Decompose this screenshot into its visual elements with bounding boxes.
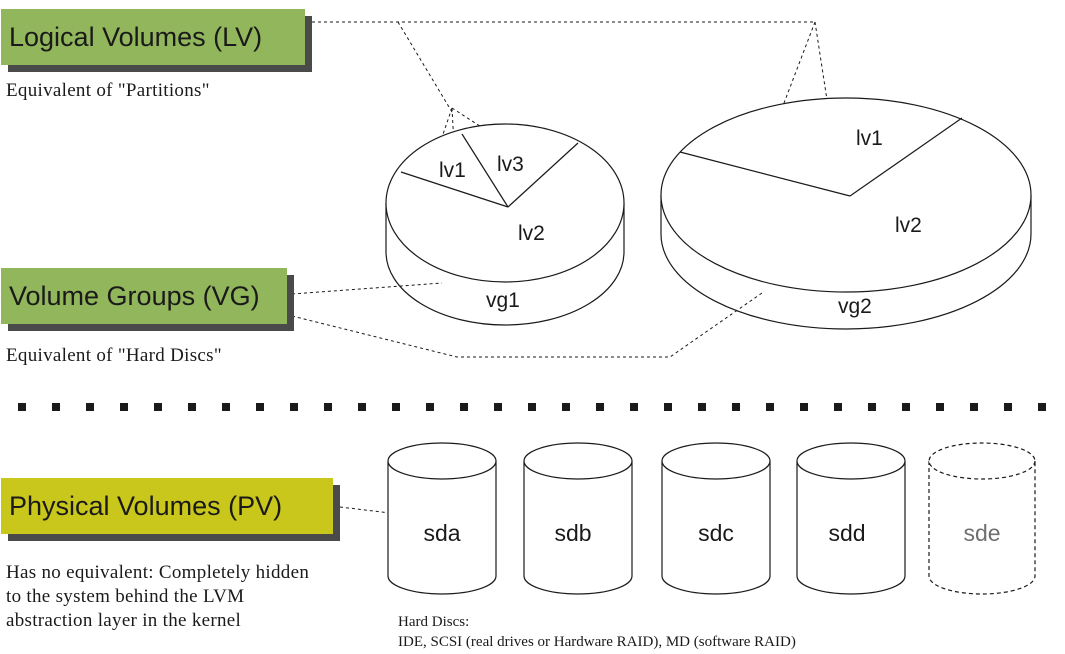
hard-discs-caption-line-2: IDE, SCSI (real drives or Hardware RAID)… bbox=[398, 634, 796, 650]
disc-sdd-label: sdd bbox=[828, 520, 865, 546]
pv-caption-line-3: abstraction layer in the kernel bbox=[6, 610, 242, 631]
vg-connector-vg2 bbox=[291, 292, 763, 358]
pv-caption-line-1: Has no equivalent: Completely hidden bbox=[6, 562, 310, 583]
pv-caption-line-2: to the system behind the LVM bbox=[6, 586, 245, 607]
disc-sda-body bbox=[387, 461, 497, 595]
vg1-lv3-label: lv3 bbox=[497, 153, 524, 176]
disc-sdd-body bbox=[796, 461, 906, 595]
disc-sdd: sdd bbox=[796, 442, 906, 595]
disc-sdc-label: sdc bbox=[698, 520, 734, 546]
disc-sdc-body bbox=[661, 461, 771, 595]
vg1-divider-1 bbox=[400, 171, 509, 208]
lv-connector-vg1 bbox=[397, 21, 453, 113]
vg2-divider-2 bbox=[849, 117, 963, 197]
vg1-divider-3 bbox=[507, 142, 579, 208]
disc-sda-label: sda bbox=[423, 520, 460, 546]
hard-discs-caption-line-1: Hard Discs: bbox=[398, 614, 470, 630]
vg1-name-label: vg1 bbox=[486, 289, 520, 312]
pv-title-box: Physical Volumes (PV) bbox=[1, 478, 333, 534]
vg-caption: Equivalent of "Hard Discs" bbox=[6, 345, 222, 366]
hard-discs-caption: Hard Discs: IDE, SCSI (real drives or Ha… bbox=[398, 612, 796, 652]
vg-title-box: Volume Groups (VG) bbox=[1, 268, 287, 324]
vg2-disc bbox=[660, 97, 1032, 330]
disc-sdb-top bbox=[523, 442, 633, 480]
disc-sdc: sdc bbox=[661, 442, 771, 595]
disc-sdb-body bbox=[523, 461, 633, 595]
vg1-divider-2 bbox=[461, 133, 509, 208]
vg2-divider-1 bbox=[679, 151, 851, 197]
vg-connector-lines bbox=[291, 282, 763, 358]
vg2-lv2-label: lv2 bbox=[895, 214, 922, 237]
disc-sde-body bbox=[928, 461, 1036, 595]
lv-title-box: Logical Volumes (LV) bbox=[1, 9, 305, 65]
disc-sdb: sdb bbox=[523, 442, 633, 595]
disc-sde-label: sde bbox=[963, 520, 1000, 546]
vg2-lv1-label: lv1 bbox=[856, 127, 883, 150]
vg1-disc bbox=[385, 123, 625, 326]
disc-sdc-top bbox=[661, 442, 771, 480]
disc-sda-top bbox=[387, 442, 497, 480]
disc-sdb-label: sdb bbox=[554, 520, 591, 546]
vg-title: Volume Groups (VG) bbox=[9, 280, 260, 311]
disc-sda: sda bbox=[387, 442, 497, 595]
pv-caption: Has no equivalent: Completely hidden to … bbox=[6, 561, 356, 633]
disc-sde-top bbox=[928, 442, 1036, 480]
lv-caption: Equivalent of "Partitions" bbox=[6, 80, 210, 101]
vg-connector-vg1 bbox=[291, 282, 443, 295]
lv-title: Logical Volumes (LV) bbox=[9, 21, 263, 52]
pv-title: Physical Volumes (PV) bbox=[9, 490, 283, 521]
vg1-lv1-label: lv1 bbox=[439, 159, 466, 182]
vg1-lv2-label: lv2 bbox=[518, 222, 545, 245]
disc-sdd-top bbox=[796, 442, 906, 480]
disc-sde: sde bbox=[928, 442, 1036, 595]
vg2-name-label: vg2 bbox=[838, 295, 872, 318]
